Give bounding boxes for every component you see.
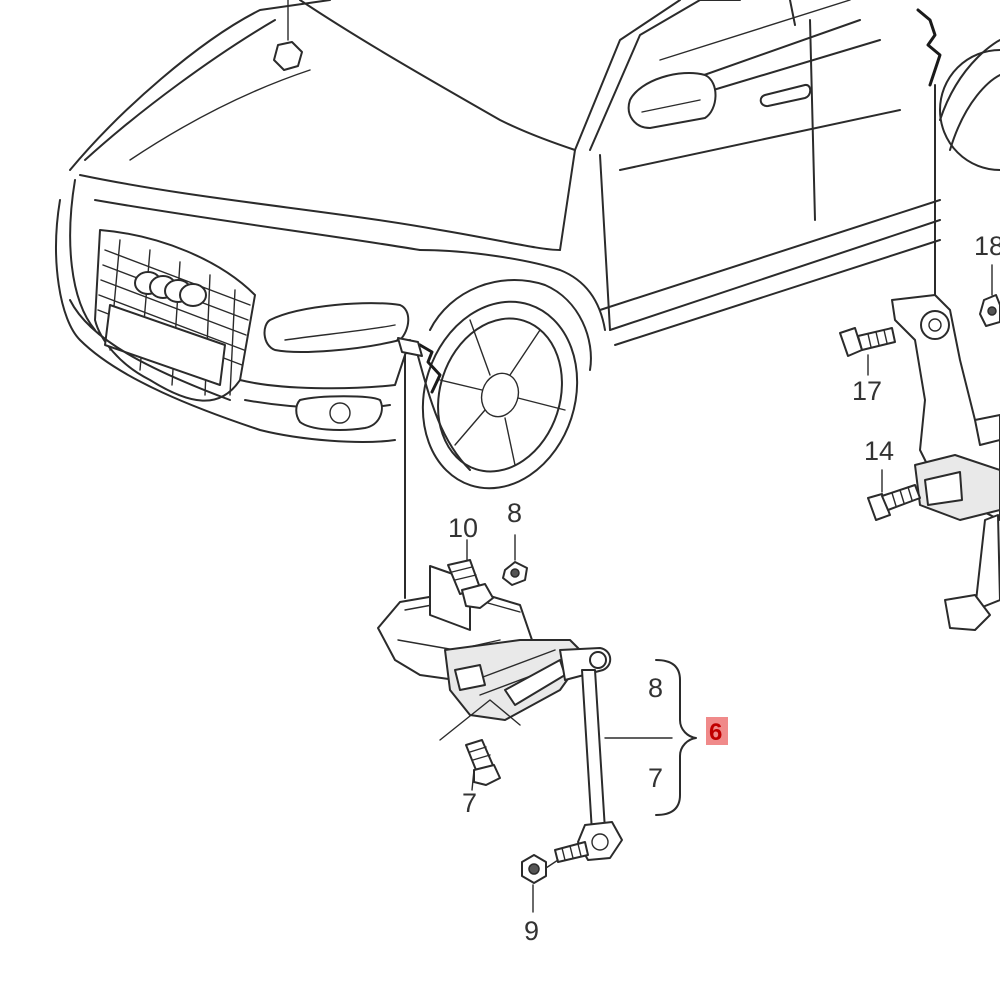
nut-18-icon	[979, 264, 1000, 327]
rear-sensor-mount-icon	[916, 8, 942, 296]
bolt-10-icon	[447, 539, 494, 609]
brand-rings-icon	[134, 271, 207, 307]
callout-6: 6	[709, 719, 722, 746]
hood-clip-icon	[273, 41, 303, 71]
callout-14: 14	[864, 436, 894, 466]
front-wheel	[414, 279, 592, 490]
callout-8-nut: 8	[507, 498, 522, 528]
callout-7-bolt: 7	[462, 788, 477, 818]
callout-9: 9	[524, 916, 539, 946]
nut-8-icon	[502, 534, 528, 586]
front-sensor-mount-icon	[396, 337, 442, 599]
bolt-14-icon	[867, 469, 921, 521]
callout-18: 18	[974, 231, 1000, 261]
nut-9-icon	[521, 854, 559, 913]
callout-7-bracket: 7	[648, 763, 663, 793]
bracket-brace-icon	[655, 659, 697, 816]
bolt-7-icon	[465, 739, 501, 791]
callout-10: 10	[448, 513, 478, 543]
rear-level-sensor-assembly	[891, 294, 1000, 631]
front-level-sensor-assembly	[377, 565, 623, 863]
bolt-17-icon	[839, 327, 896, 376]
vehicle-outline	[55, 0, 1000, 490]
callout-17: 17	[852, 376, 882, 406]
callout-8-bracket: 8	[648, 673, 663, 703]
callout-6-highlight	[706, 717, 728, 745]
